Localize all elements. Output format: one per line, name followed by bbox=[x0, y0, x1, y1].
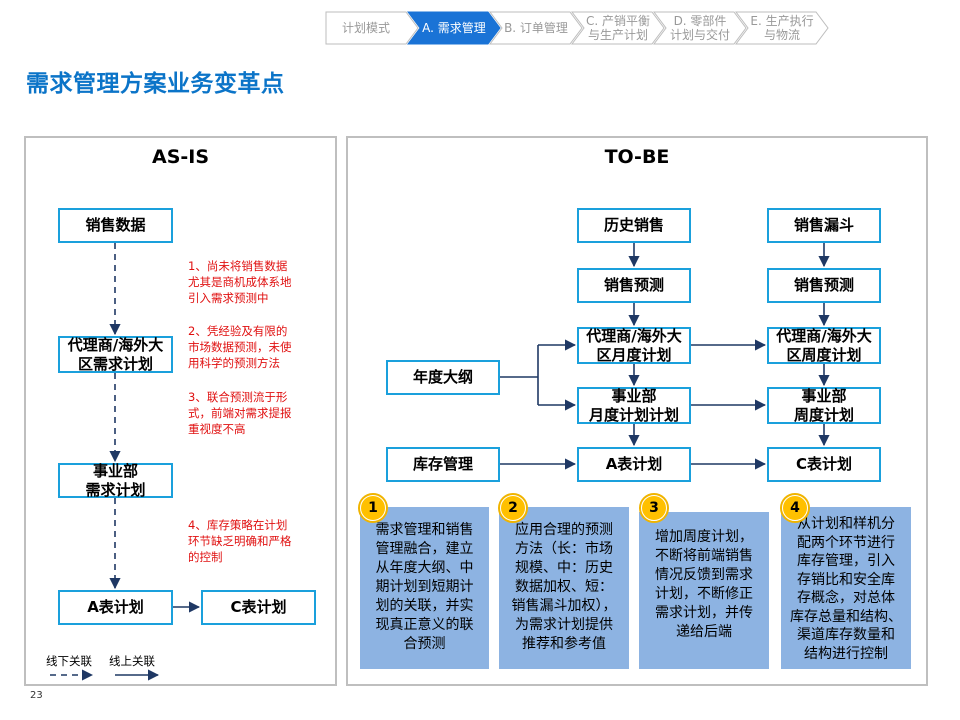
asis-c-plan-box: C表计划 bbox=[201, 590, 316, 625]
breadcrumb-step-4[interactable] bbox=[571, 11, 665, 45]
tobe-inventory-box: 库存管理 bbox=[386, 447, 500, 482]
breadcrumb-step-2[interactable] bbox=[407, 11, 501, 45]
tobe-title: TO-BE bbox=[604, 146, 670, 168]
tobe-history-sales-box: 历史销售 bbox=[577, 208, 691, 243]
breadcrumb-label-5: D. 零部件计划与交付 bbox=[670, 13, 730, 42]
asis-sales-data-box: 销售数据 bbox=[58, 208, 173, 243]
breadcrumb-step-1[interactable] bbox=[325, 11, 419, 45]
breadcrumb-label-4: C. 产销平衡与生产计划 bbox=[586, 14, 650, 42]
breadcrumb-label-2: A. 需求管理 bbox=[422, 20, 486, 35]
asis-dept-plan-box: 事业部 需求计划 bbox=[58, 462, 173, 499]
tobe-agent-month-box: 代理商/海外大 区月度计划 bbox=[577, 327, 691, 364]
card-4-badge: 4 bbox=[780, 493, 810, 523]
card-1-badge: 1 bbox=[358, 493, 388, 523]
asis-note-3: 3、联合预测流于形 式，前端对需求提报 重视度不高 bbox=[188, 390, 292, 436]
breadcrumb-label-3: B. 订单管理 bbox=[504, 20, 568, 35]
asis-agent-plan-box: 代理商/海外大 区需求计划 bbox=[58, 336, 173, 373]
tobe-forecast-right-box: 销售预测 bbox=[767, 268, 881, 303]
page-number: 23 bbox=[30, 690, 43, 701]
breadcrumb-step-6[interactable] bbox=[735, 11, 829, 45]
breadcrumb-label-6: E. 生产执行与物流 bbox=[750, 14, 813, 42]
breadcrumb-step-3[interactable] bbox=[489, 11, 583, 45]
tobe-agent-week-box: 代理商/海外大 区周度计划 bbox=[767, 327, 881, 364]
asis-title: AS-IS bbox=[151, 146, 210, 168]
tobe-card-1: 需求管理和销售 管理融合，建立 从年度大纲、中 期计划到短期计 划的关联，并实 … bbox=[360, 507, 489, 669]
tobe-forecast-left-box: 销售预测 bbox=[577, 268, 691, 303]
asis-note-1: 1、尚未将销售数据 尤其是商机成体系地 引入需求预测中 bbox=[188, 259, 292, 305]
tobe-card-3: 增加周度计划， 不断将前端销售 情况反馈到需求 计划，不断修正 需求计划，并传 … bbox=[639, 512, 769, 669]
tobe-c-plan-box: C表计划 bbox=[767, 447, 881, 482]
tobe-sales-funnel-box: 销售漏斗 bbox=[767, 208, 881, 243]
tobe-a-plan-box: A表计划 bbox=[577, 447, 691, 482]
tobe-dept-month-box: 事业部 月度计划计划 bbox=[577, 387, 691, 424]
asis-note-2: 2、凭经验及有限的 市场数据预测，未使 用科学的预测方法 bbox=[188, 324, 292, 370]
legend-online-label: 线上关联 bbox=[109, 654, 155, 668]
breadcrumb: 计划模式 A. 需求管理 B. 订单管理 C. 产销平衡与生产计划 D. 零部件计划与交… bbox=[325, 11, 829, 45]
legend-offline-label: 线下关联 bbox=[46, 654, 92, 668]
breadcrumb-label-1: 计划模式 bbox=[342, 21, 390, 35]
tobe-card-4: 从计划和样机分 配两个环节进行 库存管理，引入 存销比和安全库 存概念，对总体 … bbox=[781, 507, 911, 669]
tobe-card-2: 应用合理的预测 方法（长：市场 规模、中：历史 数据加权、短： 销售漏斗加权），… bbox=[499, 507, 629, 669]
tobe-dept-week-box: 事业部 周度计划 bbox=[767, 387, 881, 424]
tobe-annual-box: 年度大纲 bbox=[386, 360, 500, 395]
asis-a-plan-box: A表计划 bbox=[58, 590, 173, 625]
breadcrumb-step-5[interactable] bbox=[653, 11, 747, 45]
card-3-badge: 3 bbox=[639, 493, 669, 523]
card-2-badge: 2 bbox=[498, 493, 528, 523]
asis-note-4: 4、库存策略在计划 环节缺乏明确和严格 的控制 bbox=[188, 518, 292, 564]
page-title: 需求管理方案业务变革点 bbox=[26, 71, 285, 97]
